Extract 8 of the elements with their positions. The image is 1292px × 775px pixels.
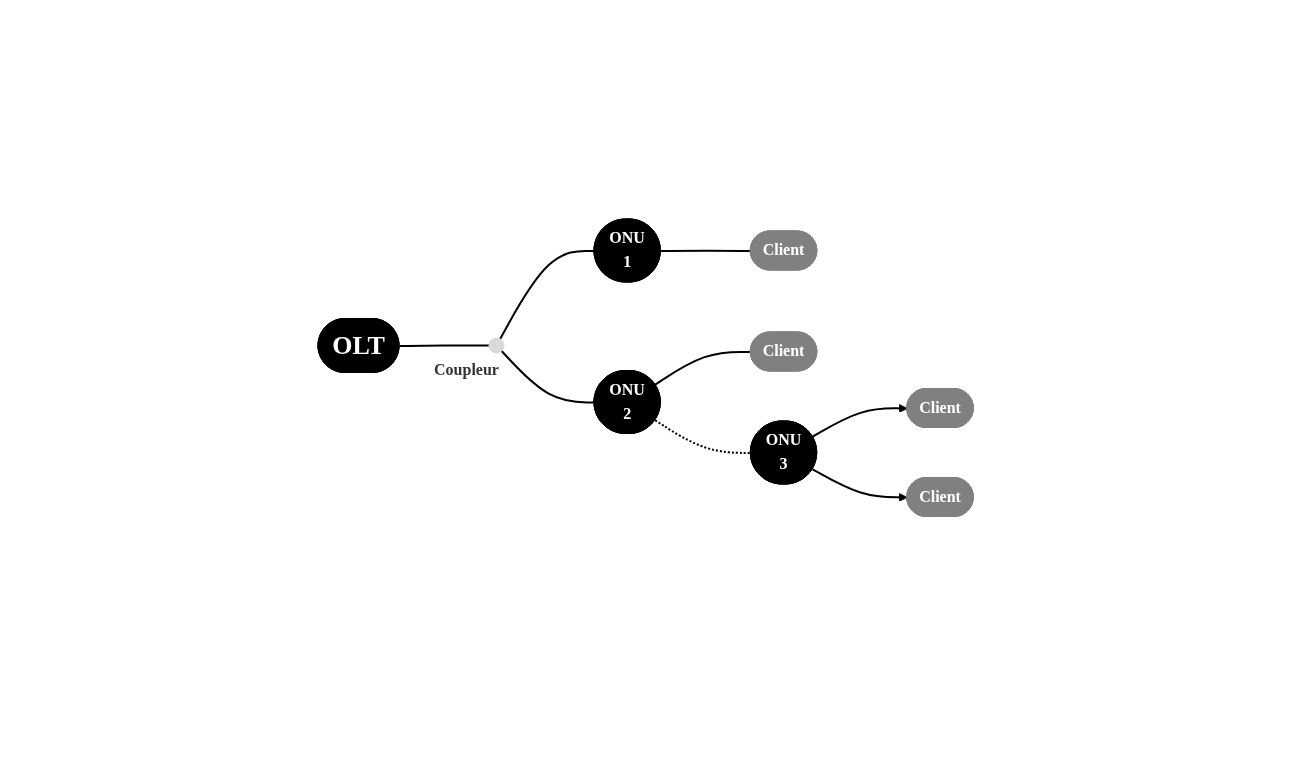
node-caption: Coupleur xyxy=(434,360,500,378)
connector xyxy=(398,344,491,347)
arrow xyxy=(812,403,908,438)
connector xyxy=(499,249,596,340)
network-diagram: OLT ONU 1 Client ONU 2 Client ONU 3 Client Client Coupleur xyxy=(310,210,982,565)
node-circle xyxy=(488,337,505,354)
connector xyxy=(500,349,596,404)
arrow xyxy=(812,468,908,502)
